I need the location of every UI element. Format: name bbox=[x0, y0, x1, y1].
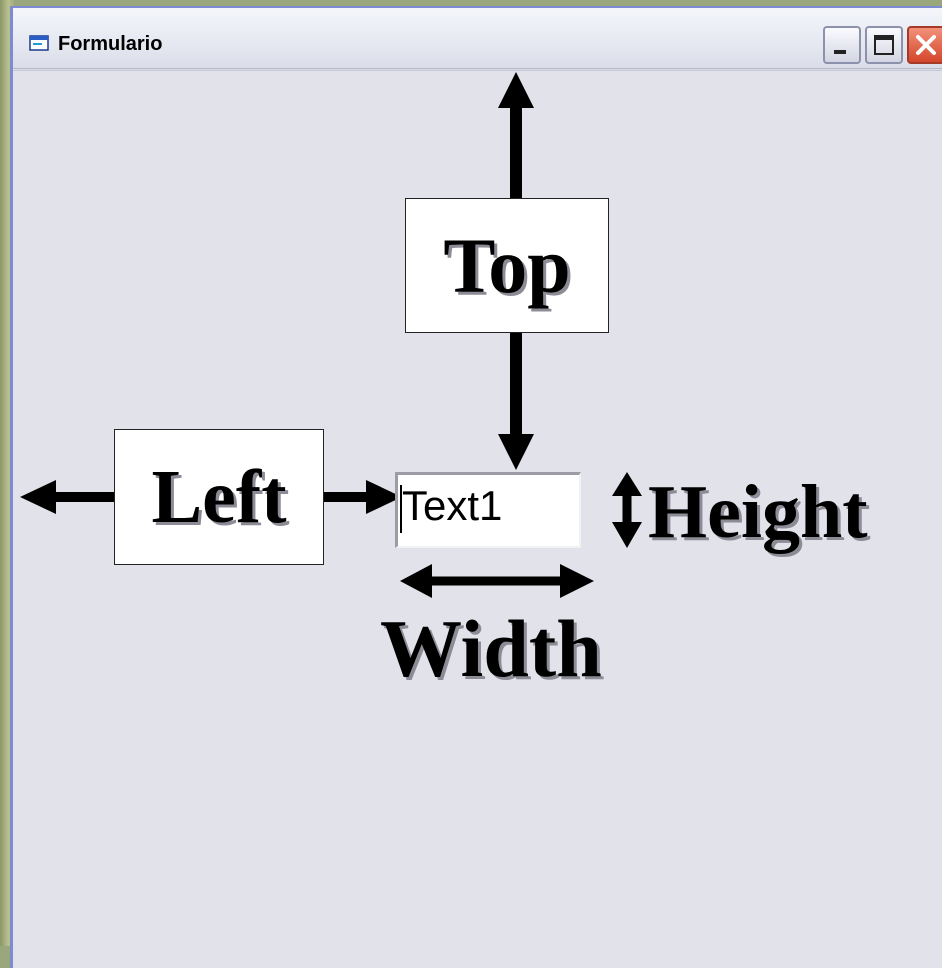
close-icon bbox=[916, 35, 936, 55]
left-arrow-outer bbox=[20, 480, 114, 514]
height-double-arrow bbox=[612, 472, 642, 548]
left-arrow-inner bbox=[324, 480, 402, 514]
form-window-icon bbox=[29, 35, 49, 51]
width-label: Width bbox=[380, 603, 602, 694]
property-arrows bbox=[20, 72, 642, 598]
height-label: Height bbox=[648, 470, 868, 554]
textbox-value: Text1 bbox=[402, 482, 503, 529]
close-button[interactable] bbox=[907, 26, 942, 64]
minimize-icon bbox=[834, 50, 846, 54]
maximize-icon bbox=[874, 35, 894, 55]
text-caret bbox=[400, 485, 402, 533]
left-label-box: Left bbox=[114, 429, 324, 565]
width-double-arrow bbox=[400, 564, 594, 598]
top-label: Top bbox=[443, 221, 571, 309]
maximize-button[interactable] bbox=[865, 26, 903, 64]
left-label: Left bbox=[151, 455, 287, 539]
top-arrow-down bbox=[498, 332, 534, 470]
top-arrow-up bbox=[498, 72, 534, 200]
title-bar[interactable]: Formulario bbox=[13, 8, 942, 69]
minimize-button[interactable] bbox=[823, 26, 861, 64]
top-label-box: Top bbox=[405, 198, 609, 333]
window-title: Formulario bbox=[58, 33, 163, 55]
text1-textbox[interactable]: Text1 bbox=[395, 472, 581, 548]
